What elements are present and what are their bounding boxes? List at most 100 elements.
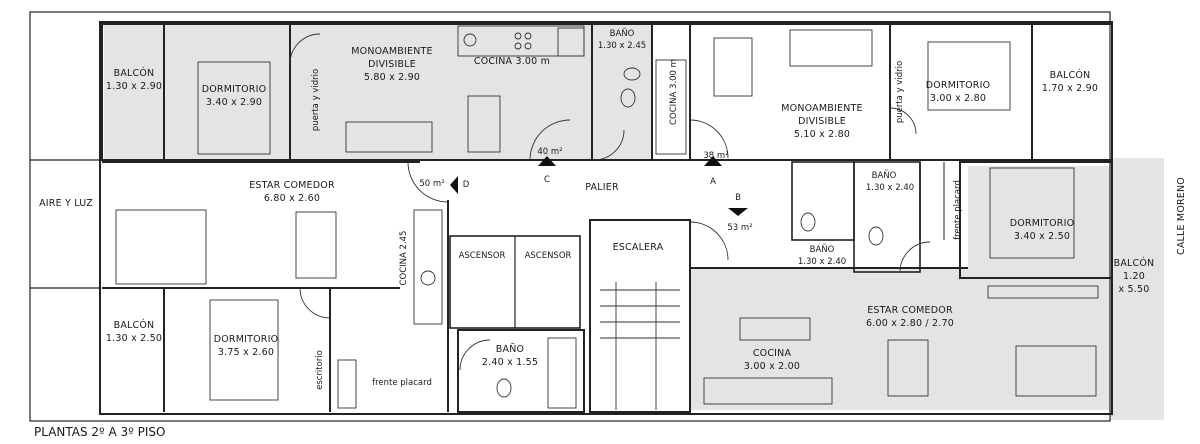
mono-c-sub: DIVISIBLE <box>368 59 416 70</box>
dorm-b-walls <box>959 161 1113 279</box>
balcony-left-top-zone <box>104 24 164 160</box>
sink-c <box>463 33 477 47</box>
estar-d-name: ESTAR COMEDOR <box>249 180 335 191</box>
furniture <box>115 25 1099 410</box>
bed-b <box>989 167 1075 259</box>
desk-d-label: escritorio <box>315 350 325 390</box>
bed-c <box>197 61 271 155</box>
counter-b <box>703 377 833 405</box>
kitchen-d <box>413 209 443 325</box>
mono-a-sub: DIVISIBLE <box>798 116 846 127</box>
unit-a-walls <box>651 23 1113 161</box>
unit-b-zone <box>690 166 1112 410</box>
shaded-zones <box>104 24 1164 420</box>
basin-c <box>623 67 641 81</box>
island-b <box>739 317 811 341</box>
estar-d-dims: 6.80 x 2.60 <box>264 193 320 204</box>
letter-b: B <box>735 193 741 203</box>
bath-d-name: BAÑO <box>496 344 524 355</box>
bath-b1-name: BAÑO <box>810 244 835 255</box>
stair-label: ESCALERA <box>613 242 664 253</box>
letter-a: A <box>710 177 716 187</box>
kitchen-b-dims: 3.00 x 2.00 <box>744 361 800 372</box>
balcony-a-dims: 1.70 x 2.90 <box>1042 83 1098 94</box>
mono-a-dims: 5.10 x 2.80 <box>794 129 850 140</box>
placard-d-label: frente placard <box>372 378 432 388</box>
table-d <box>295 211 337 279</box>
toilet-d <box>496 378 512 398</box>
dorm-a-name: DORMITORIO <box>926 80 991 91</box>
mono-c-name: MONOAMBIENTE <box>351 46 432 57</box>
bath-b1-dims: 1.30 x 2.40 <box>798 257 846 267</box>
balcony-b-name: BALCÓN <box>1114 257 1155 269</box>
table-a <box>713 37 753 97</box>
dorm-c-dims: 3.40 x 2.90 <box>206 97 262 108</box>
area-d: 50 m² <box>419 179 444 189</box>
marker-a <box>704 156 722 166</box>
bath-d-walls <box>457 329 585 413</box>
estar-b-name: ESTAR COMEDOR <box>867 305 953 316</box>
fridge-c <box>557 27 585 57</box>
bed-a <box>927 41 1011 111</box>
elevator-1-label: ASCENSOR <box>459 251 506 261</box>
dorm-b-name: DORMITORIO <box>1010 218 1075 229</box>
sofa-a <box>789 29 873 67</box>
bed-d <box>209 299 279 401</box>
area-c: 40 m² <box>537 147 562 157</box>
kitchen-c-label: COCINA 3.00 m <box>474 56 550 67</box>
desk-d <box>337 359 357 409</box>
bath-b2-name: BAÑO <box>872 170 897 181</box>
plan-title: PLANTAS 2º A 3º PISO <box>34 425 166 439</box>
dorm-c-name: DORMITORIO <box>202 84 267 95</box>
unit-c-zone <box>104 24 652 160</box>
unit-markers <box>450 156 748 216</box>
marker-b <box>728 208 748 216</box>
door-a-label: puerta y vidrio <box>895 61 905 123</box>
balcony-a-name: BALCÓN <box>1050 69 1091 81</box>
mono-c-dims: 5.80 x 2.90 <box>364 72 420 83</box>
placard-b-rod <box>987 285 1099 299</box>
bath-b1-walls <box>791 161 855 241</box>
site-frame <box>29 11 1111 422</box>
table-c <box>467 95 501 153</box>
balcony-d-name: BALCÓN <box>114 319 155 331</box>
balcony-right-zone <box>1110 158 1164 420</box>
street-label: CALLE MORENO <box>1176 177 1187 255</box>
estar-b-dims: 6.00 x 2.80 / 2.70 <box>866 318 954 329</box>
bath-c-dims: 1.30 x 2.45 <box>598 41 646 51</box>
walls <box>29 11 1113 422</box>
palier-label: PALIER <box>585 182 619 193</box>
sofa-d <box>115 209 207 285</box>
table-b <box>887 339 929 397</box>
dorm-a-dims: 3.00 x 2.80 <box>930 93 986 104</box>
kitchen-a <box>655 59 687 155</box>
letter-d: D <box>463 180 470 190</box>
balcony-b-dims1: 1.20 <box>1123 271 1145 282</box>
door-swings <box>289 33 931 371</box>
bathtub-d <box>547 337 577 409</box>
kitchen-b-name: COCINA <box>753 348 792 359</box>
dorm-d-name: DORMITORIO <box>214 334 279 345</box>
sofa-c <box>345 121 433 153</box>
kitchen-a-label: COCINA 3.00 m <box>669 59 679 125</box>
toilet-c <box>620 88 636 108</box>
placard-b-label: frente placard <box>953 180 963 240</box>
kitchen-d-label: COCINA 2.45 <box>399 231 409 286</box>
bath-d-dims: 2.40 x 1.55 <box>482 357 538 368</box>
marker-d <box>450 176 458 194</box>
mono-a-name: MONOAMBIENTE <box>781 103 862 114</box>
dorm-b-dims: 3.40 x 2.50 <box>1014 231 1070 242</box>
balcony-d-dims: 1.30 x 2.50 <box>106 333 162 344</box>
balcony-c-name: BALCÓN <box>114 67 155 79</box>
balcony-b-dims2: x 5.50 <box>1119 284 1150 295</box>
sofa-b <box>1015 345 1097 397</box>
balcony-c-dims: 1.30 x 2.90 <box>106 81 162 92</box>
bath-b2-dims: 1.30 x 2.40 <box>866 183 914 193</box>
bath-c-name: BAÑO <box>610 28 635 39</box>
air-light-label: AIRE Y LUZ <box>39 198 93 209</box>
elevator-2-label: ASCENSOR <box>525 251 572 261</box>
door-c-label: puerta y vidrio <box>311 69 321 131</box>
area-a: 38 m² <box>703 151 728 161</box>
letter-c: C <box>544 175 550 185</box>
